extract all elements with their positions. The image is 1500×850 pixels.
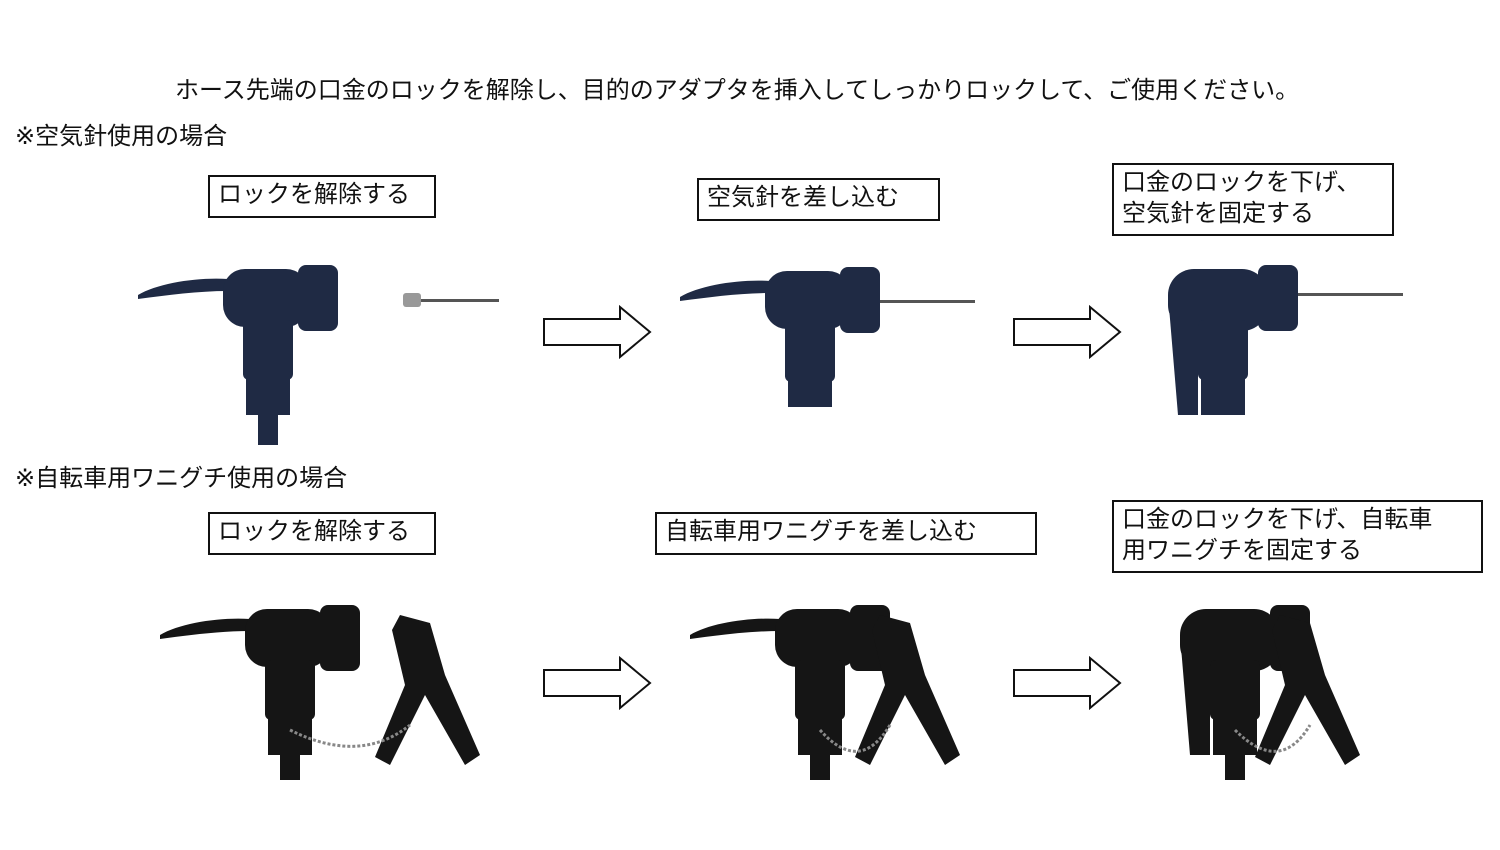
section-heading-clip: ※自転車用ワニグチ使用の場合 [15,464,348,492]
arrow-right-icon [543,656,652,710]
nozzle-needle-locked-image [1168,265,1403,415]
needle-base [403,293,421,307]
instruction-text: ホース先端の口金のロックを解除し、目的のアダプタを挿入してしっかりロックして、ご… [175,76,1300,104]
label-line: 空気針を固定する [1122,199,1314,227]
step-label-insert-needle: 空気針を差し込む [697,178,940,221]
label-line: 口金のロックを下げ、 [1122,168,1361,196]
nozzle-unlocked-with-needle-image [138,265,499,445]
section-heading-air-needle: ※空気針使用の場合 [15,122,228,150]
arrow-right-icon [1013,656,1122,710]
arrow-right-icon [1013,305,1122,359]
step-label-unlock: ロックを解除する [208,512,436,555]
step-label-insert-clip: 自転車用ワニグチを差し込む [655,512,1037,555]
step-label-lock-clip: 口金のロックを下げ、自転車 用ワニグチを固定する [1112,500,1483,573]
arrow-right-icon [543,305,652,359]
step-label-lock-needle: 口金のロックを下げ、 空気針を固定する [1112,163,1394,236]
nozzle-clip-inserted-image [690,605,960,780]
needle [421,299,499,302]
nozzle-clip-locked-image [1180,605,1360,780]
nozzle-unlocked-with-clip-image [160,605,480,780]
label-line: 口金のロックを下げ、自転車 [1122,505,1433,533]
nozzle-needle-inserted-image [680,267,975,407]
label-line: 用ワニグチを固定する [1122,536,1362,564]
step-label-unlock: ロックを解除する [208,175,436,218]
